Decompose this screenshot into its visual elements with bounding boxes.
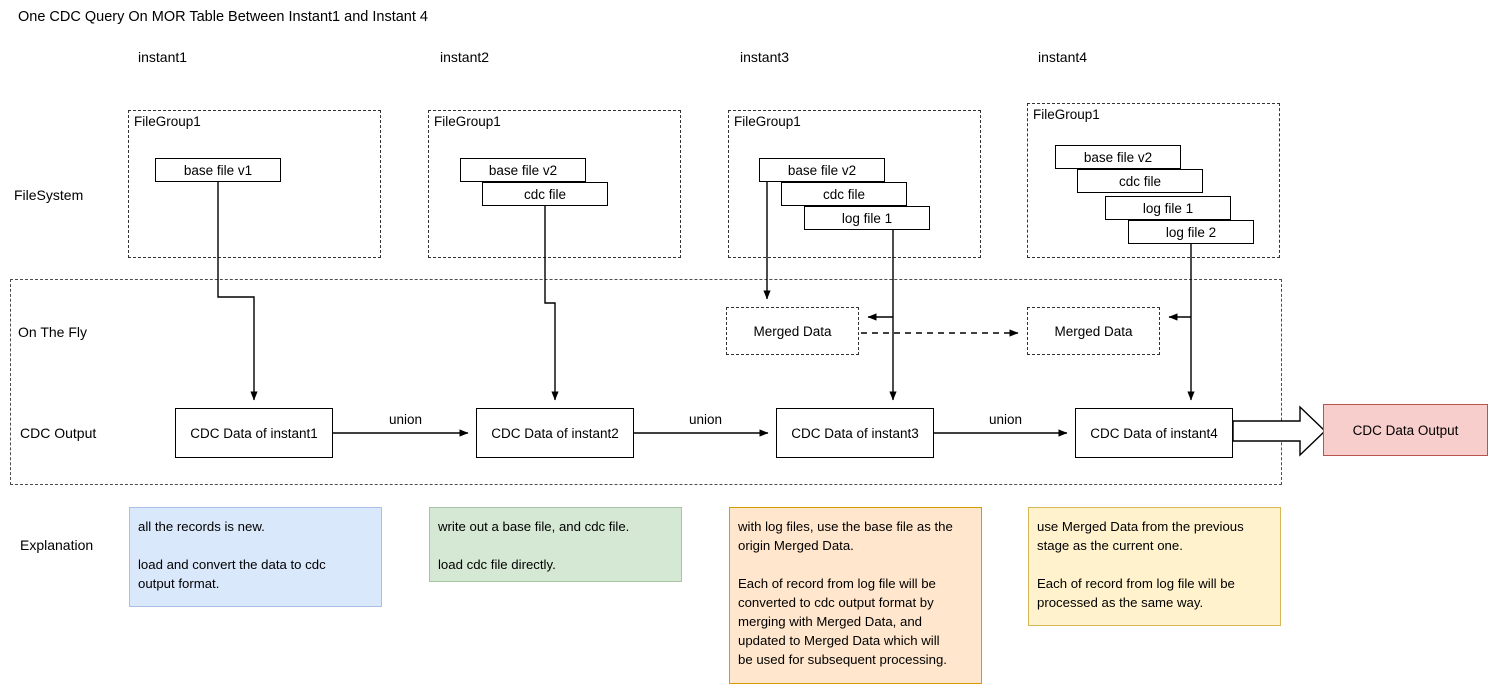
filegroup-label: FileGroup1 <box>1033 107 1100 122</box>
file-box-cdc-file[interactable]: cdc file <box>1077 169 1203 193</box>
filegroup-label: FileGroup1 <box>734 114 801 129</box>
file-box-cdc-file[interactable]: cdc file <box>482 182 608 206</box>
file-box-base-file-v2[interactable]: base file v2 <box>759 158 885 182</box>
union-label-2: union <box>685 412 727 427</box>
column-label-instant1: instant1 <box>138 49 188 65</box>
filegroup-container-instant3: FileGroup1 <box>728 110 981 258</box>
filegroup-label: FileGroup1 <box>134 114 201 129</box>
column-label-instant2: instant2 <box>440 49 490 65</box>
file-box-log-file-2[interactable]: log file 2 <box>1128 220 1254 244</box>
file-box-base-file-v1[interactable]: base file v1 <box>155 158 281 182</box>
merged-data-box-instant3[interactable]: Merged Data <box>726 307 859 355</box>
file-box-base-file-v2[interactable]: base file v2 <box>460 158 586 182</box>
file-box-log-file-1[interactable]: log file 1 <box>1105 196 1231 220</box>
cdc-data-box-instant1[interactable]: CDC Data of instant1 <box>175 408 333 458</box>
union-label-1: union <box>385 412 427 427</box>
column-label-instant3: instant3 <box>740 49 790 65</box>
row-label-filesystem: FileSystem <box>14 187 84 203</box>
filegroup-container-instant1: FileGroup1 <box>128 110 381 258</box>
cdc-data-box-instant3[interactable]: CDC Data of instant3 <box>776 408 934 458</box>
row-label-cdc-output: CDC Output <box>20 425 97 441</box>
explanation-box-instant4: use Merged Data from the previous stage … <box>1028 507 1281 626</box>
filegroup-label: FileGroup1 <box>434 114 501 129</box>
union-label-3: union <box>985 412 1027 427</box>
file-box-log-file-1[interactable]: log file 1 <box>804 206 930 230</box>
file-box-cdc-file[interactable]: cdc file <box>781 182 907 206</box>
row-label-explanation: Explanation <box>20 537 94 553</box>
cdc-data-output-box[interactable]: CDC Data Output <box>1323 404 1488 456</box>
cdc-data-box-instant4[interactable]: CDC Data of instant4 <box>1075 408 1233 458</box>
column-label-instant4: instant4 <box>1038 49 1088 65</box>
explanation-box-instant1: all the records is new. load and convert… <box>129 507 382 607</box>
file-box-base-file-v2[interactable]: base file v2 <box>1055 145 1181 169</box>
processing-section-container <box>10 279 1282 485</box>
diagram-title: One CDC Query On MOR Table Between Insta… <box>18 9 428 25</box>
filegroup-container-instant4: FileGroup1 <box>1027 103 1280 258</box>
explanation-box-instant2: write out a base file, and cdc file. loa… <box>429 507 682 582</box>
explanation-box-instant3: with log files, use the base file as the… <box>729 507 982 684</box>
cdc-data-box-instant2[interactable]: CDC Data of instant2 <box>476 408 634 458</box>
merged-data-box-instant4[interactable]: Merged Data <box>1027 307 1160 355</box>
row-label-on-the-fly: On The Fly <box>18 324 87 340</box>
